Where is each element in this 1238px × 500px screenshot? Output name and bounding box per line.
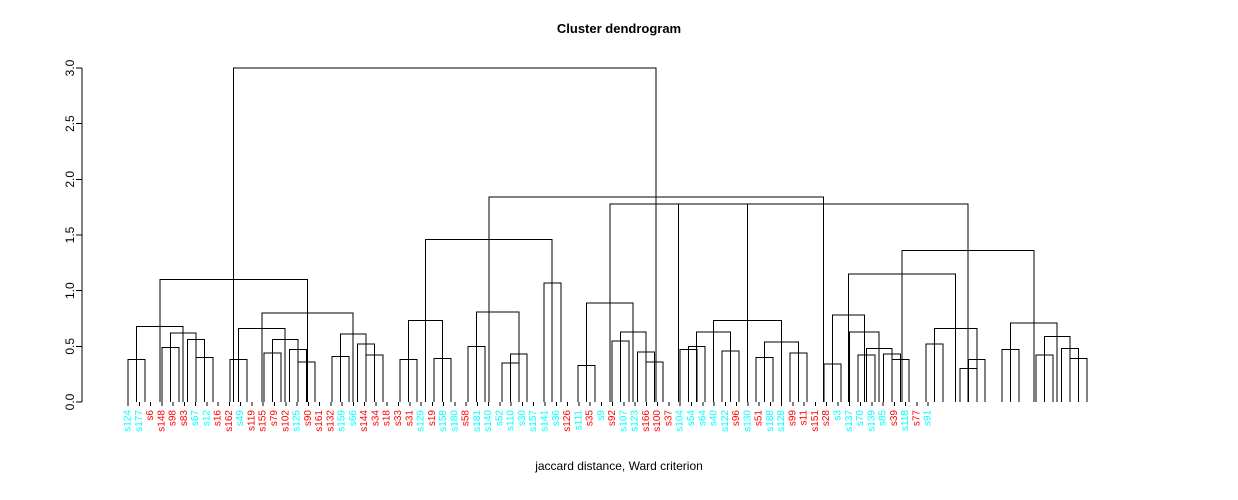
leaf-label: s30 <box>517 410 528 427</box>
y-axis-tick-label: 2.0 <box>63 171 77 188</box>
leaf-label: s166 <box>641 410 652 432</box>
leaf-label: s129 <box>416 410 427 432</box>
leaf-label: s155 <box>258 410 269 432</box>
leaf-label: s91 <box>923 410 934 427</box>
leaf-label: s58 <box>461 410 472 427</box>
leaf-label: s33 <box>393 410 404 427</box>
leaf-label: s18 <box>382 410 393 427</box>
dendrogram-branch <box>476 311 520 402</box>
leaf-label: s177 <box>134 410 145 432</box>
leaf-label: s100 <box>652 410 663 432</box>
leaf-label: s51 <box>754 410 765 427</box>
leaf-label: s28 <box>821 410 832 427</box>
leaf-label: s104 <box>675 410 686 432</box>
leaf-label: s188 <box>765 410 776 432</box>
leaf-label: s9 <box>596 410 607 421</box>
y-axis-tick-label: 3.0 <box>63 59 77 76</box>
leaf-label: s124 <box>123 410 134 432</box>
leaf-label: s31 <box>404 410 415 427</box>
leaf-label: s34 <box>370 410 381 427</box>
leaf-label: s144 <box>359 410 370 432</box>
leaf-label: s128 <box>776 410 787 432</box>
leaf-label: s92 <box>607 410 618 427</box>
leaf-label: s123 <box>630 410 641 432</box>
leaf-label: s111 <box>573 410 584 431</box>
leaf-label: s107 <box>618 410 629 432</box>
leaf-label: s70 <box>855 410 866 427</box>
leaf-label: s141 <box>539 410 550 432</box>
leaf-label: s122 <box>720 410 731 432</box>
y-axis-tick-label: 2.5 <box>63 115 77 132</box>
leaf-label: s67 <box>190 410 201 427</box>
leaf-label: s49 <box>235 410 246 427</box>
leaf-label: s77 <box>911 410 922 427</box>
leaf-label: s35 <box>585 410 596 427</box>
leaf-label: s36 <box>551 410 562 427</box>
leaf-label: s79 <box>269 410 280 427</box>
leaf-label: s99 <box>787 410 798 427</box>
leaf-label: s125 <box>292 410 303 432</box>
leaf-label: s151 <box>810 410 821 432</box>
leaf-label: s161 <box>314 410 325 432</box>
leaf-label: s40 <box>709 410 720 427</box>
x-axis-label: jaccard distance, Ward criterion <box>534 459 703 473</box>
leaf-label: s90 <box>303 410 314 427</box>
leaf-label: s162 <box>224 410 235 432</box>
leaf-label: s96 <box>731 410 742 427</box>
leaf-label: s102 <box>280 410 291 432</box>
leaf-label: s64 <box>697 410 708 427</box>
leaf-label: s98 <box>168 410 179 427</box>
leaf-label: s132 <box>325 410 336 432</box>
y-axis-tick-label: 0.5 <box>63 338 77 355</box>
leaf-label: s19 <box>427 410 438 427</box>
dendrogram-branches <box>127 67 1088 402</box>
leaf-label: s110 <box>506 410 517 431</box>
leaf-label: s3 <box>833 410 844 421</box>
leaf-label: s148 <box>156 410 167 432</box>
leaf-label: s159 <box>337 410 348 432</box>
leaf-label: s126 <box>562 410 573 432</box>
leaf-label: s52 <box>494 410 505 427</box>
leaf-label: s37 <box>663 410 674 427</box>
leaf-label: s157 <box>528 410 539 432</box>
leaf-label: s130 <box>742 410 753 432</box>
leaf-label: s137 <box>844 410 855 432</box>
leaf-label: s139 <box>866 410 877 432</box>
leaf-label: s118 <box>900 410 911 431</box>
leaf-label: s140 <box>483 410 494 432</box>
y-axis-tick-label: 1.0 <box>63 282 77 299</box>
y-axis-tick-label: 1.5 <box>63 226 77 243</box>
y-axis-tick-label: 0.0 <box>63 393 77 410</box>
leaf-label: s16 <box>213 410 224 427</box>
dendrogram-branch <box>233 67 657 402</box>
page-title: Cluster dendrogram <box>557 21 681 36</box>
y-axis-ticks: 0.0 0.5 1.0 1.5 2.0 2.5 3.0 <box>63 59 82 410</box>
leaf-label: s180 <box>449 410 460 432</box>
leaf-label: s12 <box>201 410 212 427</box>
leaf-label: s54 <box>686 410 697 427</box>
leaf-label: s83 <box>179 410 190 427</box>
leaf-label: s85 <box>878 410 889 427</box>
leaf-label: s119 <box>246 410 257 431</box>
leaf-label: s181 <box>472 410 483 432</box>
leaf-label: s39 <box>889 410 900 427</box>
y-axis: 0.0 0.5 1.0 1.5 2.0 2.5 3.0 <box>63 59 83 410</box>
leaf-label: s11 <box>799 410 810 426</box>
leaf-label: s158 <box>438 410 449 432</box>
leaf-label: s6 <box>145 410 156 421</box>
leaf-label: s66 <box>348 410 359 427</box>
